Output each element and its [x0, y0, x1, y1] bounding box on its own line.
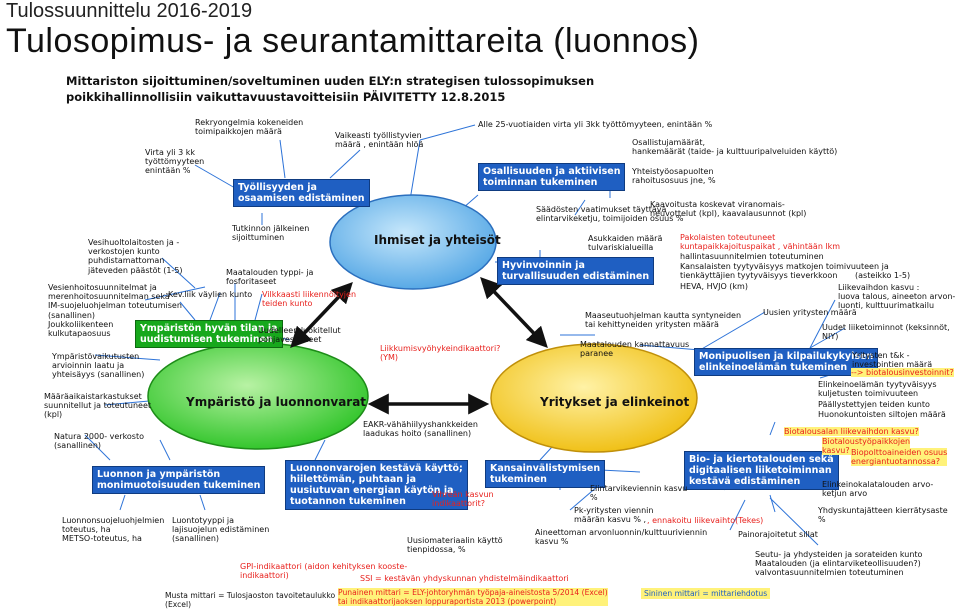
business-ellipse-label: Yritykset ja elinkeinot: [540, 395, 690, 409]
people-ellipse-label: Ihmiset ja yhteisöt: [374, 233, 501, 247]
metric-osallistujamaarat: Osallistujamäärät, hankemäärät (taide- j…: [632, 138, 838, 157]
metric-maaraaikaistarkastukset: Määräaikaistarkastukset suunnitellut ja …: [44, 392, 152, 420]
metric-yritysten-tk: Yritysten t&k - investointien määrä: [852, 351, 933, 370]
metric-asukkaiden: Asukkaiden määrä tulvariskialueilla: [588, 234, 663, 253]
legend-black: Musta mittari = Tulosjaoston tavoitetaul…: [165, 591, 336, 609]
metric-uudelleen: Uudelleen luokitellut pohjavesialueet: [258, 326, 341, 345]
metric-aineettoman: Aineettoman arvonluonnin/kulttuurivienni…: [535, 528, 708, 547]
metric-rekry: Rekryongelmia kokeneiden toimipaikkojen …: [195, 118, 304, 137]
metric-vesihuolto: Vesihuoltolaitosten ja - verkostojen kun…: [88, 238, 183, 275]
red-metric-biopolttoaineiden: Biopolttoaineiden osuus energiantuotanno…: [851, 448, 948, 467]
goal-box-monipuoliset: Monipuolisen ja kilpailukykyisen elinkei…: [694, 348, 879, 376]
goal-box-ymparisto-hyva: Ympäristön hyvän tilan ja uudistumisen t…: [135, 320, 283, 348]
goal-box-luonnon-monimuotoisuus: Luonnon ja ympäristön monimuotoisuuden t…: [92, 466, 266, 494]
red-metric-biotalousalan: Biotalousalan liikevaihdon kasvu?: [784, 427, 919, 437]
metric-liikevaihdon: Liikevaihdon kasvu : luova talous, ainee…: [838, 283, 956, 311]
people-ellipse: [329, 194, 497, 290]
goal-box-biotalous: Bio- ja kiertotalouden sekä digitaalisen…: [684, 451, 839, 490]
metric-maatalouden-kannattavuus: Maatalouden kannattavuus paranee: [580, 340, 690, 359]
metric-luonnonsuojeluohjelmien: Luonnonsuojeluohjelmien toteutus, ha MET…: [62, 516, 165, 544]
goal-box-kansainvalistyminen: Kansainvälistymisen tukeminen: [485, 460, 606, 488]
environment-ellipse-label: Ympäristö ja luonnonvarat: [186, 395, 367, 409]
goal-box-tyollisyys: Työllisyyden ja osaamisen edistäminen: [233, 179, 370, 207]
metric-alle25: Alle 25-vuotiaiden virta yli 3kk työttöm…: [478, 120, 713, 129]
red-metric-pakolaisten: Pakolaisten toteutuneet kuntapaikkajoitu…: [680, 233, 841, 252]
slide-subtitle: Tulosopimus- ja seurantamittareita (luon…: [6, 22, 700, 60]
business-ellipse: [490, 343, 698, 453]
metric-seutu: Seutu- ja yhdysteiden ja sorateiden kunt…: [755, 550, 923, 578]
metric-yhteistyo: Yhteistyöosapuolten rahoitusosuus jne, %: [632, 167, 716, 186]
diagram-header-line1: Mittariston sijoittuminen/soveltuminen u…: [66, 74, 595, 88]
metric-hallintasuunnitelmien: hallintasuunnitelmien toteutuminen: [680, 252, 824, 261]
metric-kaavoitus: Kaavoitusta koskevat viranomais- neuvott…: [650, 200, 807, 219]
metric-uusiomateriaalin: Uusiomateriaalin käyttö tienpidossa, %: [407, 536, 503, 555]
red-metric-biotalousinvestoinnit: --> biotalousinvestoinnit?: [851, 368, 954, 378]
metric-natura: Natura 2000- verkosto (sanallinen): [54, 432, 145, 451]
metric-vesiensuojelu: Vesienhoitosuunnitelmat ja merenhoitosuu…: [48, 283, 182, 320]
goal-box-luonnonvarat: Luonnonvarojen kestävä käyttö; hiilettöm…: [285, 460, 468, 510]
metric-pk-yritysten: Pk-yritysten viennin määrän kasvu % ,: [574, 506, 654, 525]
red-metric-liikevaihto: , ennakoitu liikevaihto(Tekes): [647, 516, 764, 525]
metric-elintarvikeviennin: Elintarvikeviennin kasvu %: [590, 484, 688, 503]
metric-tutkinnon: Tutkinnon jälkeinen sijoittuminen: [232, 224, 310, 243]
metric-uusien-yritysten: Uusien yritysten määrä: [763, 308, 857, 317]
metric-ymparistovaikutusten: Ympäristövaikutusten arvioinnin laatu ja…: [52, 352, 145, 380]
metric-eakr: EAKR-vähähiilyyshankkeiden laadukas hoit…: [363, 420, 478, 439]
metric-kevliik: Kev.liik väylien kunto: [168, 290, 253, 299]
metric-huonokuntoisten: Huonokuntoisten siltojen määrä: [818, 410, 946, 419]
goal-box-hyvinvointi: Hyvinvoinnin ja turvallisuuden edistämin…: [497, 257, 655, 285]
red-metric-liikkumisvyohyke: Liikkumisvyöhykeindikaattori? (YM): [380, 344, 501, 363]
metric-vaikeasti: Vaikeasti työllistyvien määrä , enintään…: [335, 131, 424, 150]
metric-yhdyskuntajatteen: Yhdyskuntajätteen kierrätysaste %: [818, 506, 948, 525]
metric-elinkeinoelaman: Elinkeinoelämän tyytyväisyys kuljetusten…: [818, 380, 937, 399]
metric-joukkoliikenteen: Joukkoliikenteen kulkutapaosuus: [48, 320, 114, 339]
relation-arrows: [290, 276, 548, 415]
metric-elinkeinokalatalouden: Elinkeinokalatalouden arvo- ketjun arvo: [822, 480, 934, 499]
metric-saadosten: Säädösten vaatimukset täyttävä elintarvi…: [536, 205, 684, 224]
metric-kansalaisten: Kansalaisten tyytyväisyys matkojen toimi…: [680, 262, 889, 281]
metric-luontotyyppi: Luontotyyppi ja lajisuojelun edistäminen…: [172, 516, 270, 544]
metric-maatalouden-typpi: Maatalouden typpi- ja fosforitaseet: [226, 268, 314, 287]
legend-red: Punainen mittari = ELY-johtoryhmän työpa…: [338, 588, 608, 606]
slide-title: Tulossuunnittelu 2016-2019: [6, 0, 253, 22]
metric-uudet-liiketoiminnot: Uudet liiketoiminnot (keksinnöt, NIY): [822, 323, 950, 342]
metric-heva: HEVA, HVJO (km): [680, 282, 748, 291]
metric-painorajoitetut: Painorajoitetut sillat: [738, 530, 818, 539]
red-metric-gpi: GPI-indikaattori (aidon kehityksen koost…: [240, 562, 408, 581]
diagram-header-line2: poikkihallinnollisiin vaikuttavuustavoit…: [66, 90, 506, 104]
metric-asteikko: (asteikko 1-5): [855, 271, 911, 280]
red-metric-vilkkaasti: Vilkkaasti liikennöityjen teiden kunto: [262, 290, 357, 309]
legend-blue: Sininen mittari = mittariehdotus: [641, 588, 771, 599]
red-metric-vihrean: Vihreän kasvun indikaattorit?: [432, 490, 494, 509]
metric-virta3kk: Virta yli 3 kk työttömyyteen enintään %: [145, 148, 205, 176]
goal-box-osallisuus: Osallisuuden ja aktiivisen toiminnan tuk…: [478, 163, 626, 191]
red-metric-ssi: SSI = kestävän yhdyskunnan yhdistelmäind…: [360, 574, 569, 583]
metric-maaseutuohjelman: Maaseutuohjelman kautta syntyneiden tai …: [585, 311, 742, 330]
metric-paallystettyjen: Päällystettyjen teiden kunto: [818, 400, 930, 409]
